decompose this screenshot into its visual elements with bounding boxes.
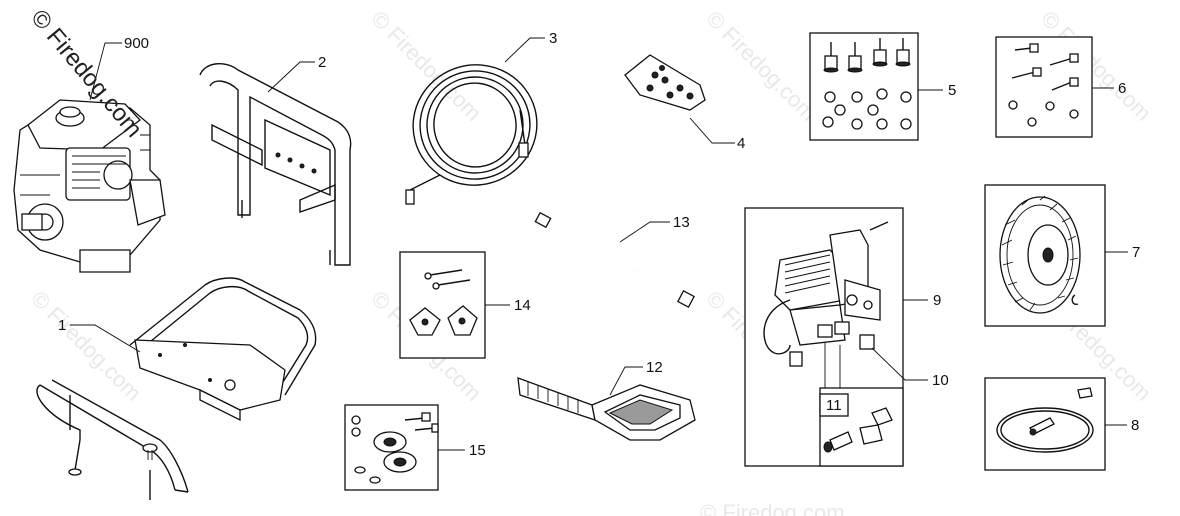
- callout-8: 8: [1131, 417, 1139, 434]
- callout-5: 5: [948, 82, 956, 99]
- part-7-wheel[interactable]: [984, 184, 1106, 327]
- callout-11: 11: [826, 397, 842, 414]
- callout-14: 14: [514, 297, 531, 314]
- part-4-hardware-bag[interactable]: [624, 54, 706, 111]
- callout-labels: 900 2 3 4 5 6 7 8 9 10 11 12 13 14 15 1: [58, 30, 1140, 459]
- callout-10: 10: [932, 372, 949, 389]
- part-11-unloader-kit[interactable]: [819, 387, 904, 467]
- watermark-tile: © Firedog.com: [701, 6, 821, 126]
- callout-2: 2: [318, 54, 326, 71]
- callout-4: 4: [737, 135, 745, 152]
- callout-900: 900: [124, 35, 149, 52]
- callout-3: 3: [549, 30, 557, 47]
- leader-lines: [70, 37, 1128, 451]
- callout-12: 12: [646, 359, 663, 376]
- part-1-frame[interactable]: [36, 277, 317, 500]
- callout-6: 6: [1118, 80, 1126, 97]
- callout-1: 1: [58, 317, 66, 334]
- part-3-hose[interactable]: [400, 51, 551, 205]
- part-900-engine[interactable]: [13, 99, 166, 273]
- part-12-spray-gun[interactable]: [517, 377, 696, 441]
- callout-13: 13: [673, 214, 690, 231]
- callout-9: 9: [933, 292, 941, 309]
- callout-15: 15: [469, 442, 486, 459]
- part-2-handle[interactable]: [199, 63, 352, 266]
- part-13-spray-wand[interactable]: [534, 211, 695, 308]
- part-5-mounts-and-nuts[interactable]: [809, 32, 919, 141]
- watermark-tile: © Firedog.com: [700, 500, 845, 516]
- part-14-knobs-and-bolts[interactable]: [399, 251, 486, 359]
- part-8-ring-and-fitting[interactable]: [984, 377, 1106, 471]
- part-6-bolts-and-washers[interactable]: [995, 36, 1093, 138]
- part-15-wheel-bearings[interactable]: [344, 404, 439, 491]
- callout-7: 7: [1132, 244, 1140, 261]
